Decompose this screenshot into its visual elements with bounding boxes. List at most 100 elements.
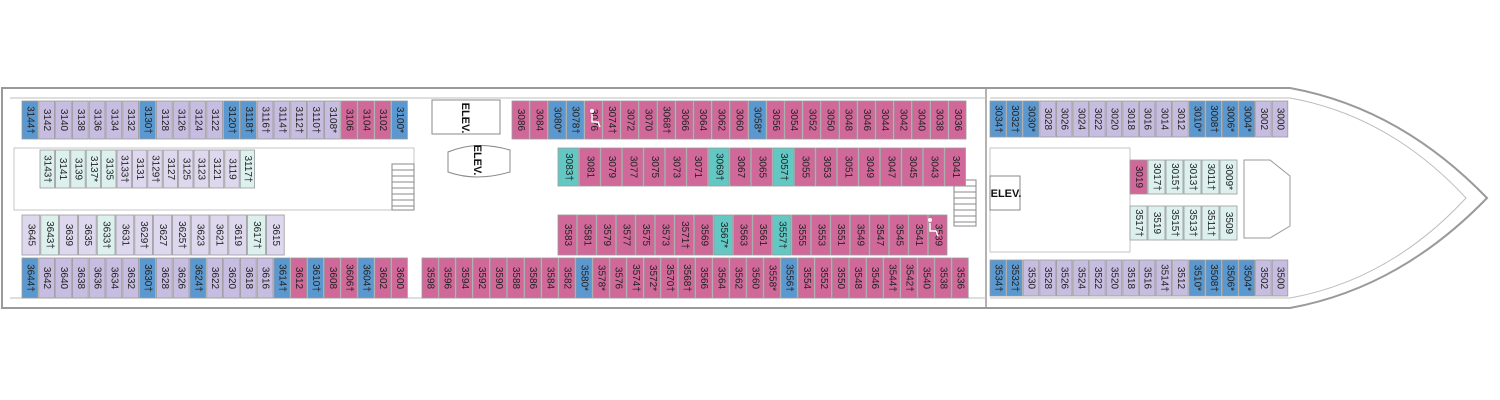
cabin-3122[interactable]: 3122 xyxy=(206,100,224,140)
cabin-3582[interactable]: 3582 xyxy=(558,257,576,299)
cabin-3142[interactable]: 3142 xyxy=(38,100,55,140)
cabin-3112[interactable]: 3112† xyxy=(290,100,307,140)
cabin-3069[interactable]: 3069† xyxy=(708,147,730,187)
cabin-3588[interactable]: 3588 xyxy=(507,257,525,299)
cabin-3504[interactable]: 3504* xyxy=(1238,259,1256,297)
cabin-3030[interactable]: 3030* xyxy=(1022,100,1040,138)
cabin-3123[interactable]: 3123 xyxy=(193,149,209,189)
cabin-3133[interactable]: 3133† xyxy=(116,149,132,189)
cabin-3071[interactable]: 3071 xyxy=(686,147,708,187)
cabin-3120[interactable]: 3120† xyxy=(223,100,240,140)
cabin-3012[interactable]: 3012 xyxy=(1172,100,1189,138)
cabin-3048[interactable]: 3048 xyxy=(839,100,858,140)
cabin-3623[interactable]: 3623 xyxy=(190,214,210,256)
cabin-3144[interactable]: 3144† xyxy=(21,100,39,140)
cabin-3108[interactable]: 3108* xyxy=(323,100,341,140)
cabin-3552[interactable]: 3552 xyxy=(814,257,832,299)
cabin-3508[interactable]: 3508† xyxy=(1205,259,1222,297)
cabin-3140[interactable]: 3140 xyxy=(55,100,72,140)
cabin-3136[interactable]: 3136 xyxy=(88,100,106,140)
cabin-3045[interactable]: 3045 xyxy=(901,147,923,187)
cabin-3022[interactable]: 3022 xyxy=(1089,100,1106,138)
cabin-3642[interactable]: 3642 xyxy=(38,257,55,299)
cabin-3008[interactable]: 3008† xyxy=(1205,100,1222,138)
cabin-3038[interactable]: 3038 xyxy=(930,100,949,140)
cabin-3055[interactable]: 3055 xyxy=(794,147,816,187)
cabin-3516[interactable]: 3516 xyxy=(1139,259,1156,297)
cabin-3034[interactable]: 3034† xyxy=(989,100,1007,138)
cabin-3110[interactable]: 3110† xyxy=(307,100,324,140)
cabin-3017[interactable]: 3017† xyxy=(1147,159,1166,195)
cabin-3586[interactable]: 3586 xyxy=(524,257,542,299)
cabin-3629[interactable]: 3629† xyxy=(134,214,154,256)
cabin-3547[interactable]: 3547 xyxy=(869,214,889,256)
cabin-3572[interactable]: 3572* xyxy=(643,257,661,299)
cabin-3081[interactable]: 3081 xyxy=(579,147,601,187)
cabin-3625[interactable]: 3625† xyxy=(171,214,191,256)
cabin-3057[interactable]: 3057† xyxy=(772,147,794,187)
cabin-3043[interactable]: 3043 xyxy=(923,147,945,187)
cabin-3558[interactable]: 3558* xyxy=(763,257,781,299)
cabin-3064[interactable]: 3064 xyxy=(693,100,712,140)
cabin-3530[interactable]: 3530 xyxy=(1022,259,1040,297)
cabin-3106[interactable]: 3106 xyxy=(340,100,358,140)
cabin-3116[interactable]: 3116† xyxy=(256,100,274,140)
cabin-3056[interactable]: 3056 xyxy=(766,100,785,140)
cabin-3124[interactable]: 3124 xyxy=(189,100,207,140)
cabin-3073[interactable]: 3073 xyxy=(665,147,687,187)
cabin-3628[interactable]: 3628 xyxy=(155,257,173,299)
cabin-3560[interactable]: 3560 xyxy=(746,257,764,299)
cabin-3640[interactable]: 3640 xyxy=(55,257,72,299)
cabin-3592[interactable]: 3592 xyxy=(472,257,490,299)
cabin-3049[interactable]: 3049 xyxy=(858,147,880,187)
cabin-3544[interactable]: 3544† xyxy=(883,257,901,299)
cabin-3044[interactable]: 3044 xyxy=(875,100,894,140)
cabin-3538[interactable]: 3538 xyxy=(934,257,952,299)
cabin-3624[interactable]: 3624† xyxy=(189,257,207,299)
cabin-3015[interactable]: 3015† xyxy=(1165,159,1184,195)
cabin-3032[interactable]: 3032† xyxy=(1006,100,1023,138)
cabin-3545[interactable]: 3545 xyxy=(889,214,909,256)
cabin-3000[interactable]: 3000 xyxy=(1271,100,1289,138)
cabin-3509[interactable]: 3509 xyxy=(1219,205,1238,241)
cabin-3617[interactable]: 3617† xyxy=(247,214,266,256)
cabin-3079[interactable]: 3079 xyxy=(600,147,622,187)
cabin-3622[interactable]: 3622 xyxy=(206,257,224,299)
cabin-3581[interactable]: 3581 xyxy=(577,214,597,256)
cabin-3058[interactable]: 3058* xyxy=(748,100,767,140)
cabin-3502[interactable]: 3502 xyxy=(1255,259,1272,297)
cabin-3542[interactable]: 3542† xyxy=(900,257,918,299)
cabin-3519[interactable]: 3519 xyxy=(1147,205,1166,241)
cabin-3631[interactable]: 3631 xyxy=(115,214,135,256)
cabin-3128[interactable]: 3128 xyxy=(155,100,173,140)
cabin-3517[interactable]: 3517† xyxy=(1129,205,1148,241)
cabin-3553[interactable]: 3553 xyxy=(811,214,831,256)
cabin-3060[interactable]: 3060 xyxy=(730,100,749,140)
cabin-3615[interactable]: 3615 xyxy=(265,214,285,256)
cabin-3004[interactable]: 3004* xyxy=(1238,100,1256,138)
cabin-3604[interactable]: 3604† xyxy=(357,257,375,299)
cabin-3138[interactable]: 3138 xyxy=(72,100,89,140)
cabin-3114[interactable]: 3114† xyxy=(273,100,291,140)
cabin-3567[interactable]: 3567* xyxy=(713,214,733,256)
cabin-3557[interactable]: 3557† xyxy=(772,214,792,256)
cabin-3536[interactable]: 3536 xyxy=(951,257,969,299)
cabin-3532[interactable]: 3532† xyxy=(1006,259,1023,297)
cabin-3100[interactable]: 3100* xyxy=(391,100,408,140)
cabin-3511[interactable]: 3511† xyxy=(1201,205,1220,241)
cabin-3050[interactable]: 3050 xyxy=(821,100,840,140)
cabin-3046[interactable]: 3046 xyxy=(857,100,876,140)
cabin-3616[interactable]: 3616 xyxy=(256,257,274,299)
cabin-3534[interactable]: 3534† xyxy=(989,259,1007,297)
cabin-3630[interactable]: 3630† xyxy=(139,257,156,299)
cabin-3573[interactable]: 3573 xyxy=(655,214,675,256)
cabin-3028[interactable]: 3028 xyxy=(1039,100,1056,138)
cabin-3072[interactable]: 3072 xyxy=(620,100,639,140)
cabin-3125[interactable]: 3125 xyxy=(178,149,194,189)
cabin-3570[interactable]: 3570† xyxy=(661,257,678,299)
cabin-3118[interactable]: 3118† xyxy=(239,100,257,140)
cabin-3556[interactable]: 3556† xyxy=(780,257,798,299)
cabin-3614[interactable]: 3614† xyxy=(273,257,291,299)
cabin-3626[interactable]: 3626 xyxy=(172,257,190,299)
cabin-3636[interactable]: 3636 xyxy=(88,257,106,299)
